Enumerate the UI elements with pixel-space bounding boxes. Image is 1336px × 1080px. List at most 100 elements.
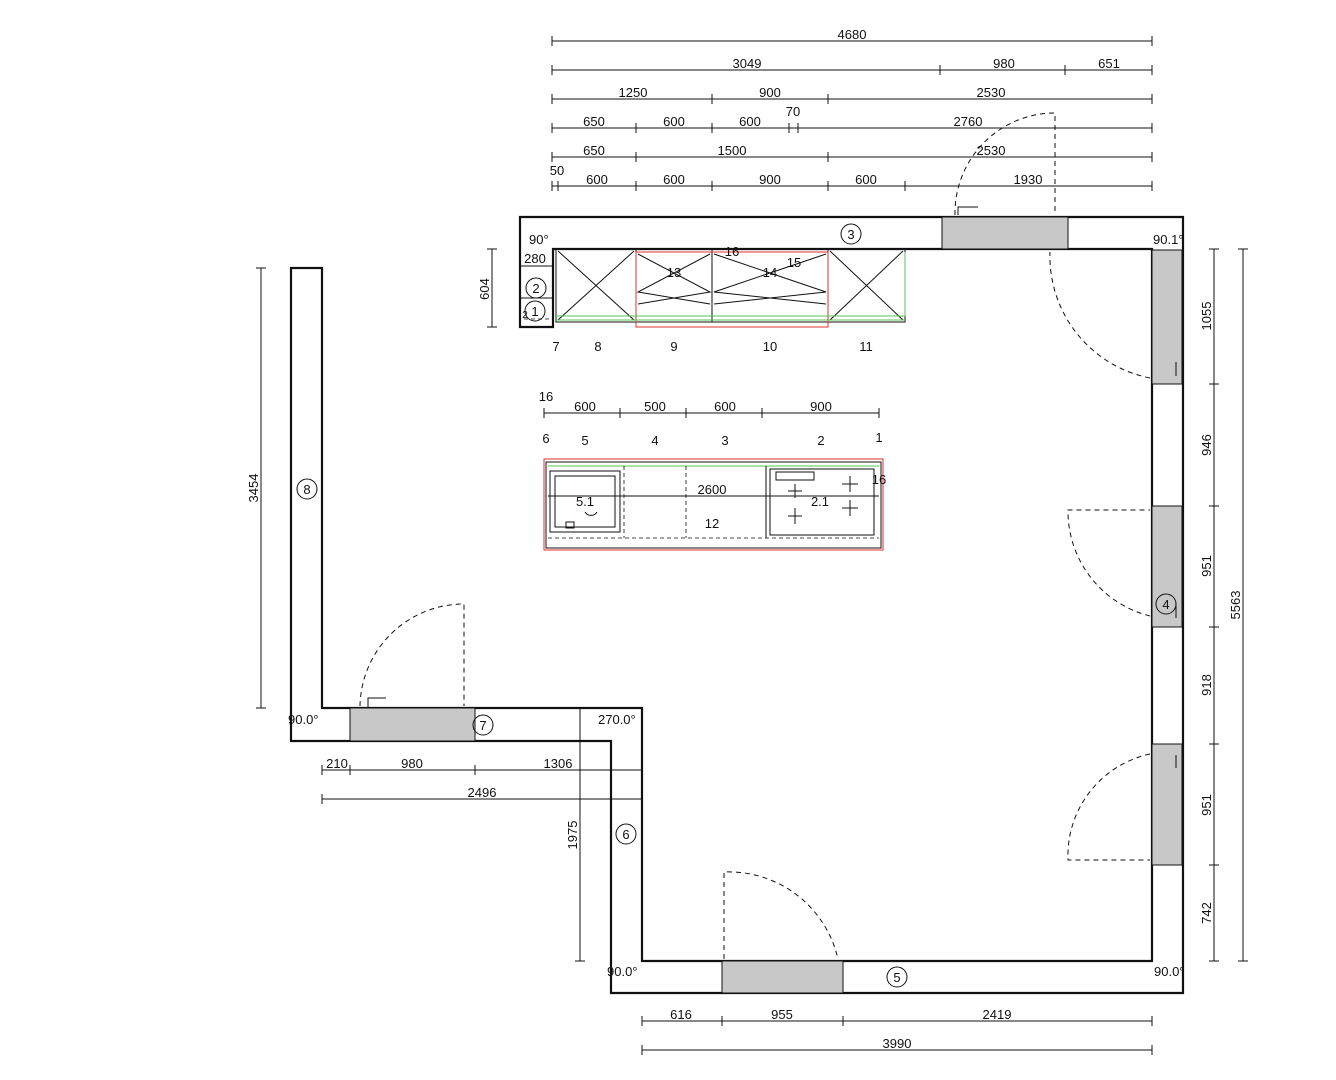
- dim-r2-b: 980: [993, 56, 1015, 71]
- cabinet-label-11: 11: [859, 339, 873, 354]
- angle-left: 90.0°: [288, 712, 319, 727]
- hob: [769, 468, 875, 536]
- wall-7-label: 7: [479, 718, 486, 733]
- dim-r3-c: 2530: [977, 85, 1006, 100]
- dim-r4-b: 600: [663, 114, 685, 129]
- dim-right-total: 5563: [1228, 591, 1243, 620]
- dim-top-total: 4680: [838, 27, 867, 42]
- dim-r5-b: 1500: [718, 143, 747, 158]
- window-right-3: [1151, 743, 1183, 866]
- angle-top-left: 90°: [529, 232, 549, 247]
- dim-r3-b: 900: [759, 85, 781, 100]
- cabinet-label-8: 8: [594, 339, 601, 354]
- window-bottom: [721, 960, 844, 994]
- island-label-6: 6: [542, 431, 549, 446]
- dim-r6-b: 600: [586, 172, 608, 187]
- door-swing-top: [954, 112, 1056, 216]
- wall-unit-16: 16: [725, 244, 739, 259]
- walls: [289, 215, 1185, 995]
- island-length: 2600: [698, 482, 727, 497]
- window-top: [941, 216, 1069, 250]
- dim-wall8: 3454: [246, 474, 261, 503]
- island-label-3: 3: [721, 433, 728, 448]
- two-marker: 2: [522, 310, 528, 321]
- door-swing-right-1: [1049, 251, 1151, 379]
- dim-r6-a: 50: [550, 163, 564, 178]
- dim-r4-d: 70: [786, 104, 800, 119]
- island-label-2: 2: [817, 433, 824, 448]
- hob-label: 2.1: [811, 494, 829, 509]
- wall-8-label: 8: [303, 482, 310, 497]
- cabinet-label-9: 9: [670, 339, 677, 354]
- island-outer: [543, 458, 884, 551]
- dim-r5-a: 650: [583, 143, 605, 158]
- island-edge-16: 16: [872, 472, 886, 487]
- dim-bottom-a: 616: [670, 1007, 692, 1022]
- outer-wall: [289, 215, 1185, 995]
- window-handle-left: [367, 697, 386, 707]
- dim-r6-e: 600: [855, 172, 877, 187]
- wall-1-label: 1: [531, 304, 538, 319]
- wall-unit-15: 15: [787, 255, 801, 270]
- dim-r6-f: 1930: [1014, 172, 1043, 187]
- dim-r2-a: 3049: [733, 56, 762, 71]
- sink-label: 5.1: [576, 494, 594, 509]
- dimension-lines: [256, 36, 1248, 1055]
- dim-island-b: 500: [644, 399, 666, 414]
- dim-right-d: 918: [1199, 674, 1214, 696]
- cabinet-label-10: 10: [763, 339, 777, 354]
- island-label-5: 5: [581, 433, 588, 448]
- angle-top-right: 90.1°: [1153, 232, 1184, 247]
- door-swings: [359, 112, 1151, 960]
- dim-r3-a: 1250: [619, 85, 648, 100]
- door-swing-right-3: [1067, 753, 1151, 861]
- dim-r6-c: 600: [663, 172, 685, 187]
- wall-3-label: 3: [847, 227, 854, 242]
- dim-ll-c: 1306: [544, 756, 573, 771]
- dim-island-c: 600: [714, 399, 736, 414]
- wall-number-labels: 3 2 1 4 5 6 7 8 2: [303, 227, 1169, 985]
- cabinet-labels: 7 8 9 10 11 13 14 15 16 6 5 4 3 2 1 5.1 …: [542, 244, 886, 531]
- angle-labels: 90° 90.1° 90.0° 270.0° 90.0° 90.0°: [288, 232, 1185, 979]
- wall-number-markers: [296, 223, 1177, 988]
- dim-ll-a: 210: [326, 756, 348, 771]
- island-label-1: 1: [875, 430, 882, 445]
- angle-270: 270.0°: [598, 712, 636, 727]
- angle-bottom-right: 90.0°: [1154, 964, 1185, 979]
- dim-right-e: 951: [1199, 794, 1214, 816]
- wall-5-label: 5: [893, 970, 900, 985]
- top-cabinet-run: [519, 248, 906, 328]
- dim-r4-a: 650: [583, 114, 605, 129]
- wall-2-label: 2: [532, 281, 539, 296]
- door-swing-left: [359, 603, 465, 707]
- dim-280: 280: [524, 251, 546, 266]
- dim-right-b: 946: [1199, 434, 1214, 456]
- window-left: [349, 707, 476, 742]
- dimension-labels: 4680 3049 980 651 1250 900 2530 650 600 …: [326, 27, 1120, 1051]
- tall-units-outline: [635, 251, 829, 328]
- dim-right-c: 951: [1199, 555, 1214, 577]
- dim-right-a: 1055: [1199, 302, 1214, 331]
- island-cabinet-12: 12: [705, 516, 719, 531]
- island: [543, 458, 884, 551]
- dim-bottom-c: 2419: [983, 1007, 1012, 1022]
- dim-cabinet-depth: 604: [477, 278, 492, 300]
- window-right-1: [1151, 249, 1183, 385]
- dim-r4-c: 600: [739, 114, 761, 129]
- dim-island-a: 600: [574, 399, 596, 414]
- wall-unit-13: 13: [667, 265, 681, 280]
- door-swing-bottom: [723, 871, 839, 960]
- wall-unit-14: 14: [763, 265, 777, 280]
- dim-1975: 1975: [565, 821, 580, 850]
- wall-6-label: 6: [622, 827, 629, 842]
- window-handle-top: [957, 206, 978, 215]
- dim-right-f: 742: [1199, 902, 1214, 924]
- wall-4-label: 4: [1162, 597, 1169, 612]
- dim-ll-total: 2496: [468, 785, 497, 800]
- sink: [549, 470, 621, 533]
- windows: [349, 206, 1183, 994]
- angle-bottom-left: 90.0°: [607, 964, 638, 979]
- window-right-2: [1151, 505, 1183, 628]
- dim-island-offset: 16: [539, 389, 553, 404]
- dim-r5-c: 2530: [977, 143, 1006, 158]
